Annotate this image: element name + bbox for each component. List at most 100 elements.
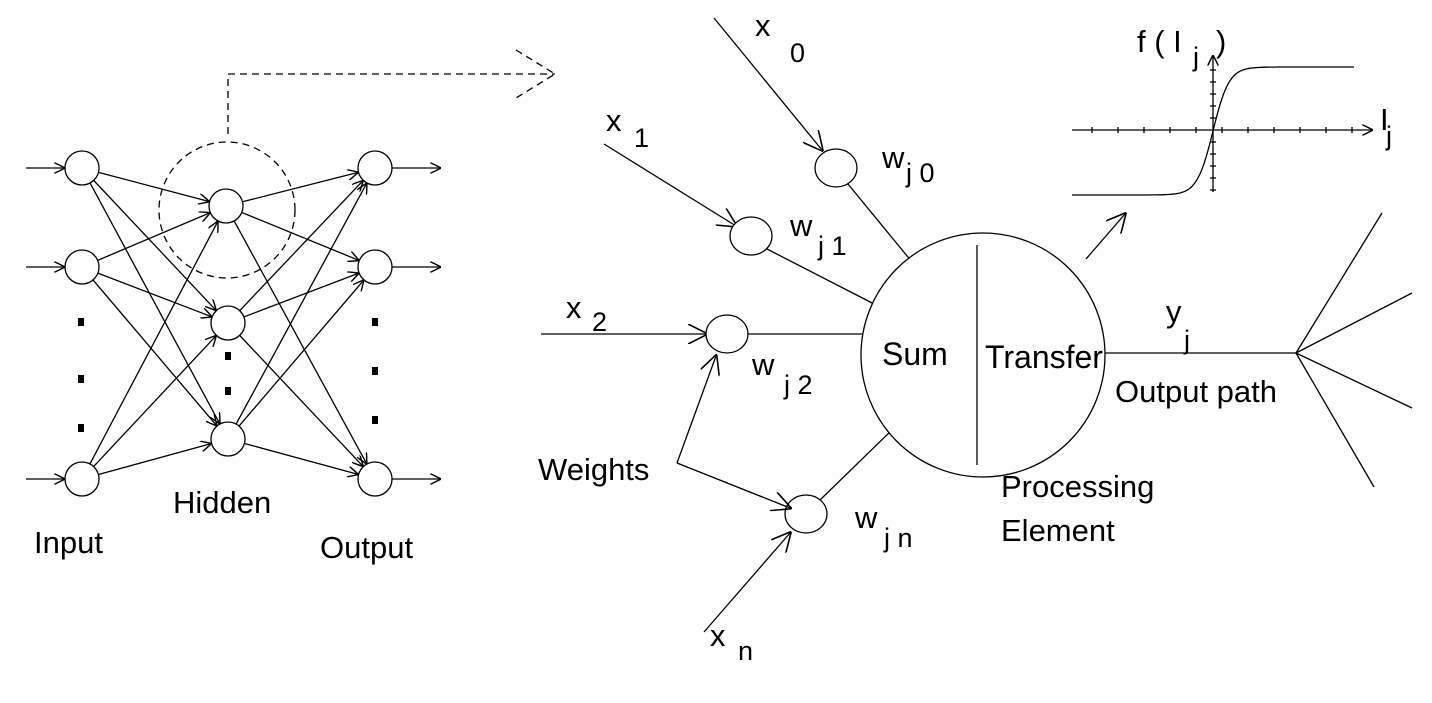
svg-text:x: x xyxy=(710,618,726,653)
output-ellipsis-dots xyxy=(372,318,378,424)
weight-line-0 xyxy=(847,183,913,263)
callout-dashed-arrowhead xyxy=(515,49,557,99)
weight-line-n xyxy=(819,427,895,501)
output-path-label: Output path xyxy=(1115,374,1277,409)
svg-text:w: w xyxy=(881,140,905,175)
edge-hidden2-output1 xyxy=(238,281,363,427)
svg-text:j: j xyxy=(1192,42,1199,72)
fanout-line-2 xyxy=(1295,292,1413,354)
edge-hidden0-output0 xyxy=(242,172,357,203)
network-io-arrows xyxy=(26,168,440,479)
svg-text:j 0: j 0 xyxy=(905,158,935,188)
input-label: Input xyxy=(34,525,103,560)
element-label: Element xyxy=(1001,513,1115,548)
edge-input0-hidden0 xyxy=(98,171,208,201)
svg-text:f ( I: f ( I xyxy=(1137,24,1182,59)
edge-hidden1-output1 xyxy=(243,273,358,318)
weight-line-1 xyxy=(766,248,879,307)
processing-element-diagram xyxy=(541,17,1413,633)
svg-text:j: j xyxy=(1183,325,1190,355)
weight-node-0 xyxy=(814,148,858,188)
hidden-node-1 xyxy=(210,305,246,341)
input-label-x1: x 1 xyxy=(606,103,649,153)
edge-input2-hidden1 xyxy=(93,336,216,468)
edge-input2-hidden0 xyxy=(89,222,218,465)
svg-text:j n: j n xyxy=(883,523,913,553)
transfer-function-plot xyxy=(1072,56,1372,196)
weights-label: Weights xyxy=(538,452,649,487)
input-ellipsis-dots xyxy=(78,318,84,432)
weight-node-n xyxy=(784,494,828,534)
svg-text:I: I xyxy=(1380,102,1389,137)
edge-input1-hidden1 xyxy=(97,272,211,316)
weight-label-wjn: w j n xyxy=(854,500,913,553)
svg-text:x: x xyxy=(755,8,771,43)
output-node-1 xyxy=(357,249,393,285)
edge-input0-hidden2 xyxy=(89,182,219,423)
sum-label: Sum xyxy=(882,336,948,372)
network-connections xyxy=(89,171,366,476)
fanout-line-4 xyxy=(1295,352,1375,488)
svg-text:): ) xyxy=(1216,24,1226,59)
weights-pointer-down xyxy=(676,462,790,508)
svg-text:w: w xyxy=(751,347,775,382)
weight-label-wj2: w j 2 xyxy=(751,347,813,400)
weight-label-wj1: w j 1 xyxy=(789,208,847,261)
input-arrow-x0 xyxy=(713,17,822,150)
plot-ticks xyxy=(1091,69,1353,191)
input-node-0 xyxy=(64,150,100,186)
svg-text:j: j xyxy=(1385,121,1392,151)
svg-text:x: x xyxy=(606,103,622,138)
hidden-label: Hidden xyxy=(173,485,271,520)
svg-text:2: 2 xyxy=(592,307,607,337)
edge-hidden1-output0 xyxy=(239,181,363,312)
weight-node-2 xyxy=(705,314,749,354)
input-arrow-x1 xyxy=(603,143,736,226)
edge-hidden2-output2 xyxy=(244,442,357,474)
input-arrow-xn xyxy=(703,533,790,633)
hidden-ellipsis-dots xyxy=(225,352,231,395)
output-node-0 xyxy=(357,150,393,186)
svg-text:n: n xyxy=(738,636,753,666)
svg-text:y: y xyxy=(1166,294,1182,329)
svg-text:0: 0 xyxy=(790,38,805,68)
highlight-dashed-circle xyxy=(158,141,296,279)
weight-label-wj0: w j 0 xyxy=(881,140,935,188)
fanout-line-1 xyxy=(1295,212,1383,354)
svg-text:j 2: j 2 xyxy=(783,370,813,400)
weights-pointer-up xyxy=(676,356,716,464)
svg-text:w: w xyxy=(854,500,878,535)
fanout-line-3 xyxy=(1295,352,1413,409)
svg-text:j 1: j 1 xyxy=(817,231,847,261)
sigmoid-curve xyxy=(1072,66,1354,196)
output-node-2 xyxy=(357,461,393,497)
edge-input0-hidden1 xyxy=(93,179,216,310)
edge-input2-hidden2 xyxy=(98,444,210,476)
input-label-x2: x 2 xyxy=(566,290,607,337)
svg-text:1: 1 xyxy=(634,123,649,153)
hidden-node-0 xyxy=(208,188,244,224)
edge-hidden0-output1 xyxy=(241,211,359,260)
edge-input1-hidden2 xyxy=(92,279,216,425)
weight-node-1 xyxy=(729,216,773,256)
transfer-label: Transfer xyxy=(985,339,1103,375)
edge-hidden2-output0 xyxy=(235,184,366,425)
network-nodes xyxy=(64,150,393,497)
input-label-x0: x 0 xyxy=(755,8,805,68)
output-label-yj: y j xyxy=(1166,294,1190,355)
plot-y-label: f ( I j ) xyxy=(1137,24,1226,72)
transfer-plot-pointer-arrow xyxy=(1085,214,1125,260)
processing-element-circle xyxy=(860,232,1106,478)
input-label-xn: x n xyxy=(710,618,753,666)
svg-text:w: w xyxy=(789,208,813,243)
input-node-2 xyxy=(64,461,100,497)
plot-x-label: I j xyxy=(1380,102,1392,151)
output-label: Output xyxy=(320,530,413,565)
edge-input1-hidden0 xyxy=(97,213,210,261)
input-node-1 xyxy=(64,249,100,285)
svg-text:x: x xyxy=(566,290,582,325)
edge-hidden1-output2 xyxy=(239,334,363,466)
hidden-node-2 xyxy=(210,421,246,457)
